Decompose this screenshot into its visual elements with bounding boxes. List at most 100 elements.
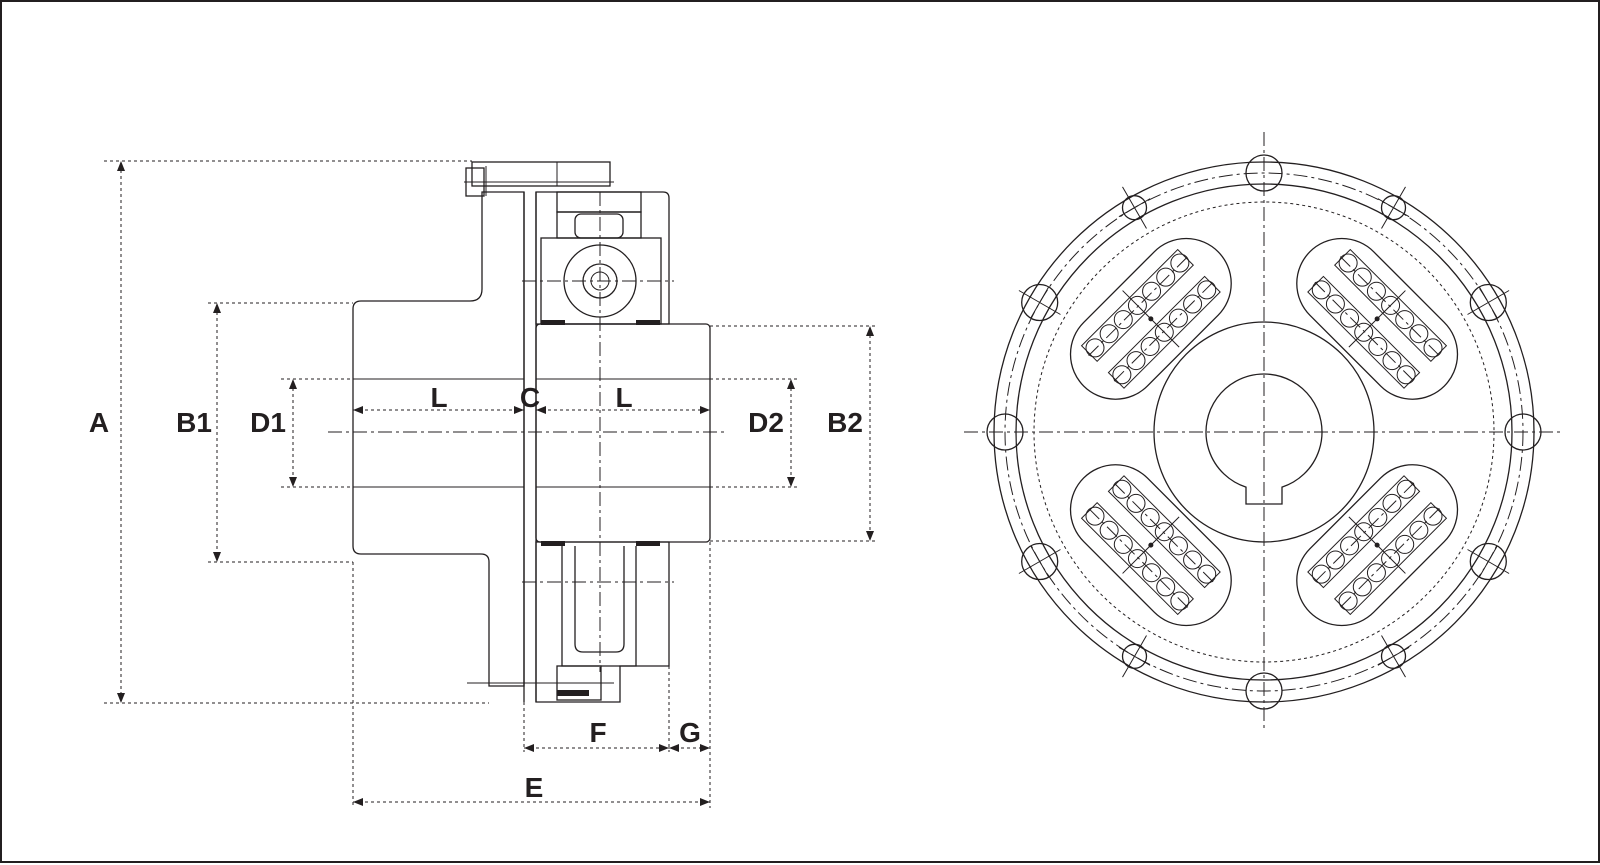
label-L-left: L [430, 382, 447, 413]
roller [1168, 308, 1188, 328]
roller-pocket [1069, 237, 1232, 400]
pocket-center-dot [1374, 316, 1380, 322]
pocket-outline [1296, 237, 1459, 400]
roller [1423, 338, 1443, 358]
roller [1183, 294, 1203, 314]
left-hub [352, 191, 525, 687]
roller [1325, 294, 1345, 314]
bolt-mark [1030, 545, 1050, 578]
roller [1352, 267, 1372, 287]
right-flange-upper [535, 191, 670, 325]
bolt-mark [1478, 286, 1498, 319]
bore-keyway [1205, 373, 1323, 505]
label-B1: B1 [176, 407, 212, 438]
rim-bolt-hole [1469, 542, 1507, 581]
right-flange-lower [535, 541, 670, 703]
roller [1183, 550, 1203, 570]
roller-pocket [1296, 237, 1459, 400]
pocket-outline [1069, 237, 1232, 400]
rim-bolt-hole [1021, 283, 1059, 322]
rim-bolt-hole [1469, 283, 1507, 322]
label-E: E [525, 772, 544, 803]
rim-bolt-hole [1121, 643, 1148, 669]
label-B2: B2 [827, 407, 863, 438]
roller [1368, 336, 1388, 356]
roller [1396, 365, 1416, 385]
front-view [964, 132, 1564, 732]
rim-bolt-hole [1380, 195, 1407, 221]
right-hub [535, 323, 711, 543]
roller [1382, 493, 1402, 513]
dimension-labels: A B1 D1 L C L D2 B2 F G E [89, 382, 863, 803]
roller [1112, 365, 1132, 385]
roller [1395, 534, 1415, 554]
roller [1113, 310, 1133, 330]
roller [1099, 324, 1119, 344]
label-A: A [89, 407, 109, 438]
roller [1382, 351, 1402, 371]
pocket-center-dot [1148, 542, 1154, 548]
roller-pocket [1296, 464, 1459, 627]
roller [1112, 479, 1132, 499]
label-D1: D1 [250, 407, 286, 438]
roller [1395, 310, 1415, 330]
roller [1099, 520, 1119, 540]
roller [1085, 338, 1105, 358]
label-G: G [679, 717, 701, 748]
rim-bolt-hole [986, 413, 1024, 451]
roller [1423, 506, 1443, 526]
label-C: C [520, 382, 540, 413]
roller [1140, 336, 1160, 356]
roller [1126, 493, 1146, 513]
roller [1156, 267, 1176, 287]
roller [1409, 324, 1429, 344]
label-D2: D2 [748, 407, 784, 438]
pocket-center-dot [1374, 542, 1380, 548]
bolt-mark [1118, 198, 1151, 218]
roller-pocket [1069, 464, 1232, 627]
pocket-outline [1296, 464, 1459, 627]
rim-bolt-hole [1380, 643, 1407, 669]
rim-bolt-hole [1121, 195, 1148, 221]
roller [1368, 508, 1388, 528]
roller [1352, 577, 1372, 597]
label-L-right: L [615, 382, 632, 413]
side-view [104, 160, 878, 808]
pocket-outline [1069, 464, 1232, 627]
roller [1338, 591, 1358, 611]
roller [1170, 253, 1190, 273]
bolt-mark [1118, 646, 1151, 666]
roller [1396, 479, 1416, 499]
rim-bolt-hole [1245, 154, 1283, 192]
rim-bolt-hole [1021, 542, 1059, 581]
pocket-center-dot [1148, 316, 1154, 322]
roller [1085, 506, 1105, 526]
roller [1311, 564, 1331, 584]
roller [1156, 577, 1176, 597]
roller [1142, 281, 1162, 301]
bolt-mark [1377, 198, 1410, 218]
roller [1366, 281, 1386, 301]
roller [1366, 563, 1386, 583]
bolt-mark [1478, 545, 1498, 578]
roller [1311, 280, 1331, 300]
roller [1197, 280, 1217, 300]
roller [1140, 508, 1160, 528]
rim-bolt-hole [1245, 672, 1283, 710]
roller [1325, 550, 1345, 570]
roller [1170, 591, 1190, 611]
bolt-mark [1030, 286, 1050, 319]
roller [1113, 534, 1133, 554]
bolt-mark [1377, 646, 1410, 666]
label-F: F [589, 717, 606, 748]
roller [1340, 308, 1360, 328]
roller [1126, 351, 1146, 371]
roller [1168, 536, 1188, 556]
roller [1409, 520, 1429, 540]
roller [1197, 564, 1217, 584]
roller [1340, 536, 1360, 556]
rim-bolt-hole [1504, 413, 1542, 451]
roller [1338, 253, 1358, 273]
